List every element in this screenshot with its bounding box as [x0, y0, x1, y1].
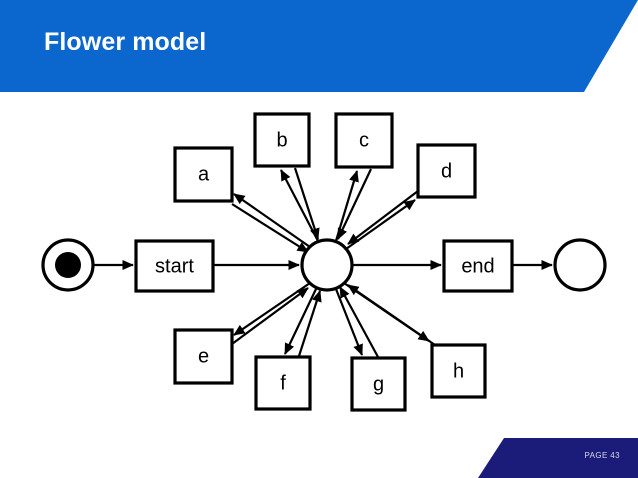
- transition-c-label: c: [359, 129, 369, 151]
- arc-group-petals: [231, 167, 436, 358]
- arc-hub-to-f: [284, 288, 317, 355]
- arc-h-to-hub: [347, 284, 436, 346]
- petri-net-svg: start end a b c d e f: [41, 112, 607, 412]
- transition-end-label: end: [461, 255, 494, 277]
- header-background-shape: [0, 0, 638, 92]
- transition-c[interactable]: c: [334, 112, 394, 169]
- transition-g-label: g: [373, 373, 384, 395]
- place-source[interactable]: [41, 238, 95, 292]
- arc-b-to-hub: [293, 167, 320, 240]
- transition-a[interactable]: a: [173, 146, 234, 203]
- place-sink[interactable]: [553, 238, 607, 292]
- arc-f-to-hub: [297, 290, 322, 357]
- arc-hub-to-a: [233, 193, 311, 248]
- arc-hub-to-d: [345, 199, 416, 250]
- transition-e-label: e: [198, 345, 209, 367]
- transition-end-box[interactable]: [442, 239, 514, 293]
- transition-d[interactable]: d: [416, 143, 477, 199]
- transition-h-label: h: [453, 360, 464, 382]
- place-hub[interactable]: [300, 238, 354, 292]
- arc-g-to-hub: [339, 286, 379, 358]
- flower-model-diagram: start end a b c d e f: [0, 92, 638, 478]
- arc-e-to-hub: [231, 287, 309, 345]
- transition-b-label: b: [276, 129, 287, 151]
- arc-d-to-hub: [347, 190, 419, 245]
- transition-f-label: f: [280, 372, 286, 394]
- arc-a-to-hub: [231, 203, 309, 253]
- transition-h[interactable]: h: [430, 343, 487, 399]
- transition-start[interactable]: start: [134, 239, 215, 293]
- transition-b-box[interactable]: [253, 112, 311, 168]
- transition-f[interactable]: f: [254, 355, 312, 411]
- transition-a-label: a: [198, 163, 210, 185]
- transition-f-box[interactable]: [254, 355, 312, 411]
- transition-g[interactable]: g: [350, 356, 407, 412]
- token-dot: [55, 252, 81, 278]
- arc-c-to-hub: [337, 168, 372, 240]
- transition-d-label: d: [441, 160, 452, 182]
- page-number-label: PAGE 43: [584, 451, 620, 460]
- slide-footer: PAGE 43: [478, 438, 638, 478]
- transition-e[interactable]: e: [173, 328, 234, 385]
- transition-c-box[interactable]: [334, 112, 394, 169]
- slide-header: Flower model: [0, 0, 638, 92]
- place-hub-circle[interactable]: [300, 238, 354, 292]
- transition-d-box[interactable]: [416, 143, 477, 199]
- transition-start-label: start: [155, 255, 194, 277]
- transition-h-box[interactable]: [430, 343, 487, 399]
- page-title: Flower model: [44, 28, 207, 56]
- arc-hub-to-g: [334, 288, 364, 356]
- transition-b[interactable]: b: [253, 112, 311, 168]
- transition-end[interactable]: end: [442, 239, 514, 293]
- transition-g-box[interactable]: [350, 356, 407, 412]
- footer-background-shape: [478, 438, 638, 478]
- transition-start-box[interactable]: [134, 239, 215, 293]
- place-sink-circle[interactable]: [553, 238, 607, 292]
- transition-e-box[interactable]: [173, 328, 234, 385]
- transition-a-box[interactable]: [173, 146, 234, 203]
